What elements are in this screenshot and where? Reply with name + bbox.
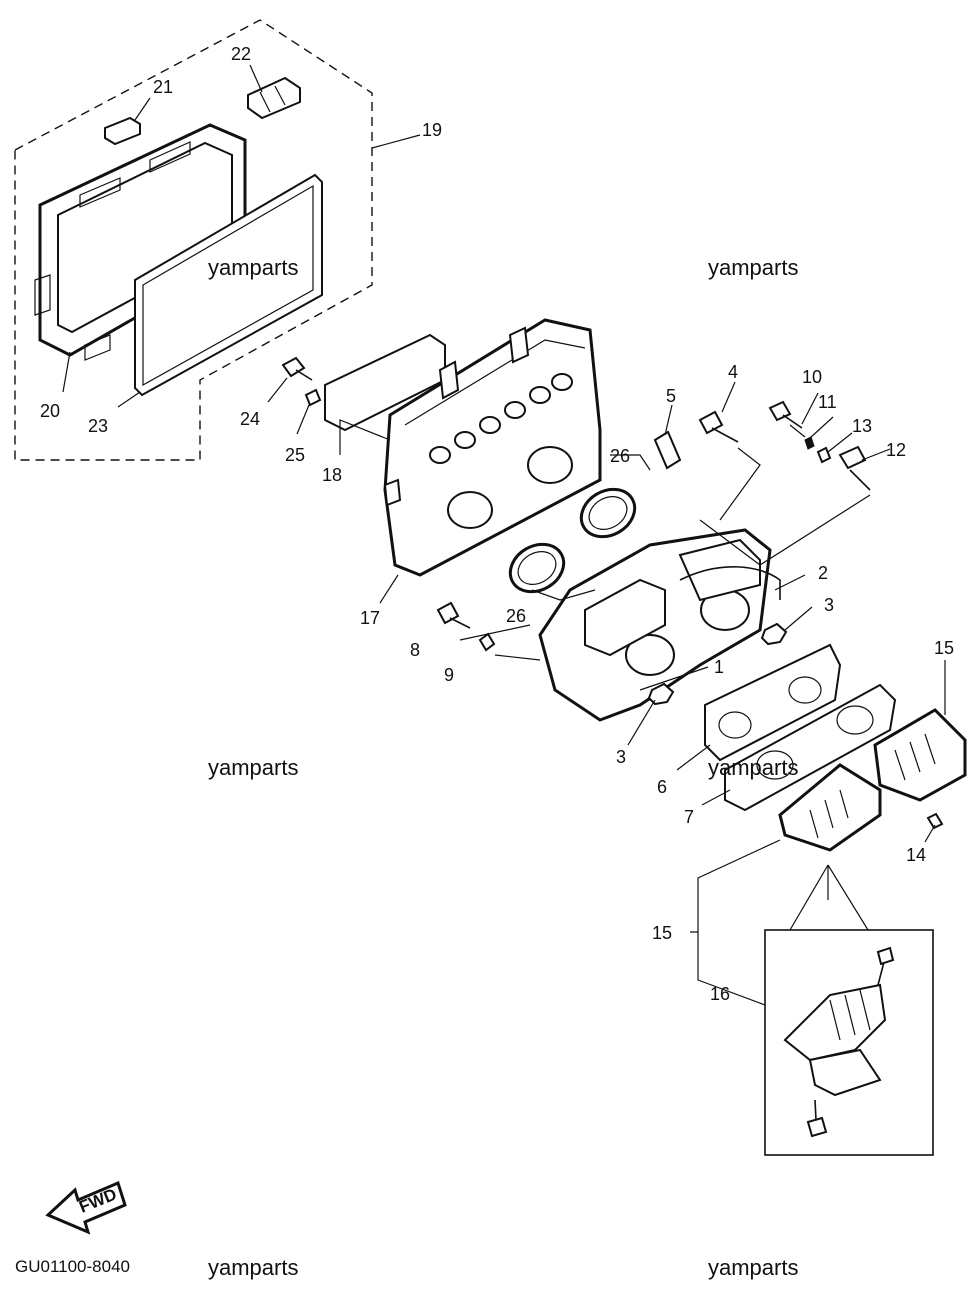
- callout-8: 8: [410, 640, 420, 660]
- bolt-4: [698, 410, 739, 443]
- callout-3-lower: 3: [616, 747, 626, 767]
- spacer-13: [816, 446, 832, 464]
- air-silencer-case: [34, 123, 247, 361]
- callout-18: 18: [322, 465, 342, 485]
- callout-15-lower: 15: [652, 923, 672, 943]
- callout-6: 6: [657, 777, 667, 797]
- clip-9: [478, 632, 496, 652]
- pin-14: [926, 812, 944, 830]
- callout-9: 9: [444, 665, 454, 685]
- callout-21: 21: [153, 77, 173, 97]
- callout-10: 10: [802, 367, 822, 387]
- leader-lines: [62, 64, 946, 1006]
- callout-19: 19: [422, 120, 442, 140]
- rubber-ring-26a: [579, 487, 637, 539]
- callout-2: 2: [818, 563, 828, 583]
- callout-12: 12: [886, 440, 906, 460]
- watermark-top-left: yamparts: [208, 255, 298, 280]
- watermark-mid-right: yamparts: [708, 755, 798, 780]
- callout-26-upper: 26: [610, 446, 630, 466]
- connector-22: [247, 76, 301, 120]
- watermark-mid-left: yamparts: [208, 755, 298, 780]
- gasket-7: [724, 683, 897, 812]
- fwd-arrow-icon: FWD: [45, 1180, 127, 1235]
- diagram-code: GU01100-8040: [15, 1257, 130, 1276]
- callout-20: 20: [40, 401, 60, 421]
- watermark-bottom-left: yamparts: [208, 1255, 298, 1280]
- callout-14: 14: [906, 845, 926, 865]
- nut-3b: [647, 682, 675, 706]
- callout-3-upper: 3: [824, 595, 834, 615]
- washer-11: [804, 436, 815, 450]
- callout-26-lower: 26: [506, 606, 526, 626]
- rubber-ring-26b: [508, 542, 566, 594]
- air-intake-box: [383, 318, 602, 577]
- callout-23: 23: [88, 416, 108, 436]
- reed-valve-15a: [873, 708, 967, 802]
- nut-3a: [760, 622, 788, 646]
- inset-box-16: [764, 929, 934, 1156]
- gasket-6: [704, 643, 842, 762]
- callout-25: 25: [285, 445, 305, 465]
- callout-11: 11: [818, 392, 837, 412]
- reed-valve-15b: [778, 763, 882, 852]
- callout-5: 5: [666, 386, 676, 406]
- callout-13: 13: [852, 416, 872, 436]
- callout-7: 7: [684, 807, 694, 827]
- watermark-bottom-right: yamparts: [708, 1255, 798, 1280]
- callout-17: 17: [360, 608, 380, 628]
- watermarks: yamparts yamparts yamparts yamparts yamp…: [208, 255, 798, 1280]
- callout-4: 4: [728, 362, 738, 382]
- callout-labels: 21 22 19 20 23 24 25 18 17 26 26 4 5 10 …: [40, 44, 954, 1004]
- gasket-23: [134, 173, 323, 397]
- bolt-24: [281, 356, 313, 381]
- watermark-top-right: yamparts: [708, 255, 798, 280]
- callout-1: 1: [714, 657, 724, 677]
- bolt-5: [653, 430, 682, 470]
- fitting-12: [838, 445, 871, 491]
- callout-15-upper: 15: [934, 638, 954, 658]
- clip-21: [104, 116, 141, 146]
- reed-valve-detail: [783, 946, 895, 1138]
- bolt-10: [768, 400, 803, 429]
- callout-24: 24: [240, 409, 260, 429]
- carburetor-assembly: [538, 528, 781, 722]
- bolt-8: [436, 601, 471, 629]
- washer-25: [304, 388, 322, 407]
- callout-22: 22: [231, 44, 251, 64]
- callout-16: 16: [710, 984, 730, 1004]
